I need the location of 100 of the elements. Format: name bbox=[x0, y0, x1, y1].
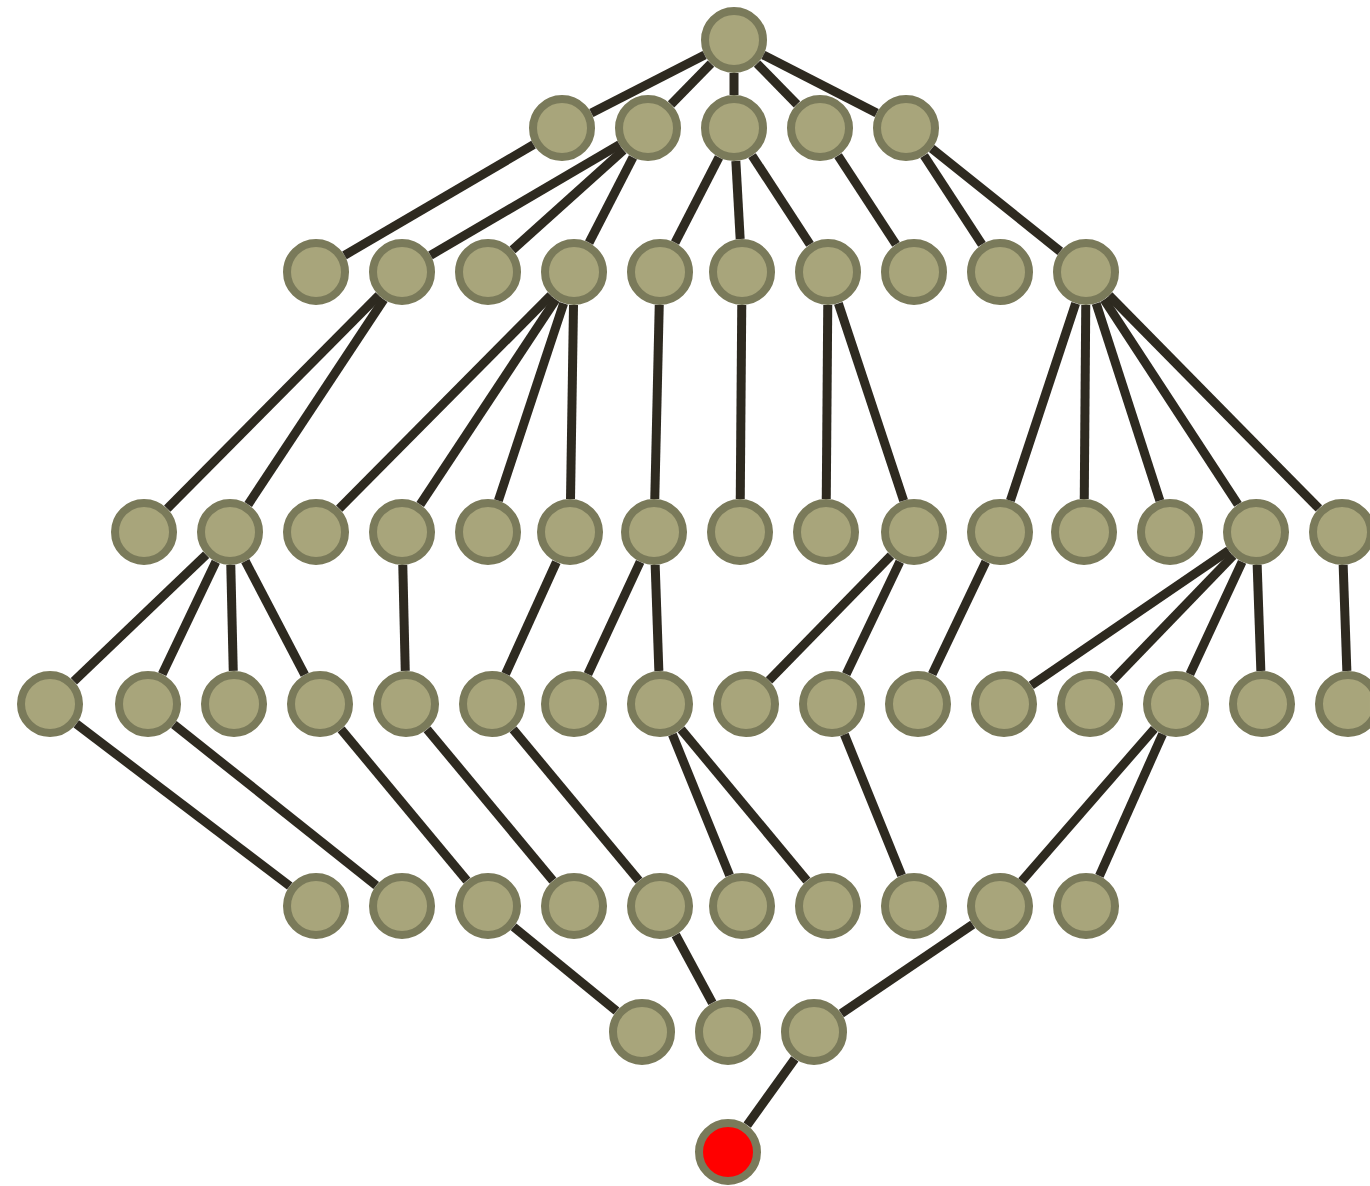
edge-line bbox=[398, 564, 410, 672]
edge-line bbox=[73, 720, 293, 890]
graph-node bbox=[795, 238, 861, 305]
edge-line bbox=[668, 732, 734, 878]
graph-node bbox=[799, 670, 865, 737]
graph-node bbox=[373, 670, 439, 737]
edge-line bbox=[650, 304, 664, 500]
edge-line bbox=[731, 160, 745, 240]
graph-node bbox=[455, 498, 521, 565]
edge-line bbox=[1028, 546, 1232, 690]
edge-line bbox=[336, 292, 554, 512]
graph-node bbox=[709, 238, 775, 305]
graph-node bbox=[369, 238, 435, 305]
graph-node bbox=[541, 238, 607, 305]
edge-line bbox=[171, 721, 379, 889]
edge-line bbox=[1018, 725, 1158, 885]
graph-node bbox=[459, 670, 525, 737]
edge-line bbox=[342, 140, 536, 260]
graph-node bbox=[881, 498, 947, 565]
graph-node bbox=[627, 238, 693, 305]
graph-node bbox=[971, 670, 1037, 737]
graph-node bbox=[795, 872, 861, 939]
edge-line bbox=[834, 153, 900, 247]
graph-node bbox=[701, 95, 767, 161]
graph-node bbox=[881, 238, 947, 305]
edge-line bbox=[226, 564, 238, 672]
graph-node bbox=[627, 670, 693, 737]
edge-line bbox=[1095, 732, 1167, 878]
graph-node bbox=[1223, 498, 1289, 565]
graph-node bbox=[695, 998, 761, 1065]
edge-line bbox=[494, 301, 568, 503]
graph-node bbox=[967, 872, 1033, 939]
graph-node bbox=[541, 670, 607, 737]
edge-line bbox=[928, 145, 1064, 255]
graph-node bbox=[787, 95, 853, 161]
edge-line bbox=[671, 155, 723, 245]
graph-node bbox=[885, 670, 951, 737]
edge-line bbox=[241, 559, 309, 677]
graph-node bbox=[197, 498, 263, 565]
graph-node bbox=[781, 998, 847, 1065]
edge-line bbox=[729, 72, 739, 95]
edge-line bbox=[566, 304, 578, 500]
graph-node bbox=[1229, 670, 1295, 737]
graph-node bbox=[115, 670, 181, 737]
edge-line bbox=[70, 551, 210, 685]
graph-node bbox=[707, 498, 773, 565]
edge-line bbox=[510, 923, 620, 1015]
edge-line bbox=[671, 932, 717, 1006]
graph-node bbox=[1143, 670, 1209, 737]
edge-line bbox=[667, 60, 715, 108]
edge-line bbox=[423, 726, 557, 884]
edge-line bbox=[1338, 564, 1352, 672]
graph-node bbox=[881, 872, 947, 939]
edge-line bbox=[509, 726, 643, 884]
edge-line bbox=[337, 726, 471, 884]
edge-line bbox=[1100, 297, 1242, 507]
graph-node bbox=[111, 498, 177, 565]
graph-node bbox=[17, 670, 83, 737]
edge-line bbox=[748, 153, 814, 247]
edge-line bbox=[761, 51, 879, 117]
edge-line bbox=[842, 559, 904, 677]
edge-line bbox=[743, 1056, 799, 1128]
graph-node bbox=[1315, 670, 1370, 737]
edge-line bbox=[509, 146, 627, 254]
graph-node bbox=[455, 872, 521, 939]
edge-line bbox=[928, 559, 990, 677]
graph-node bbox=[287, 670, 353, 737]
graph-node bbox=[369, 872, 435, 939]
edge-line bbox=[920, 153, 986, 247]
graph-node bbox=[201, 670, 267, 737]
graph-node bbox=[1309, 498, 1370, 565]
edge-line bbox=[1185, 560, 1247, 676]
edge-line bbox=[821, 304, 833, 499]
graph-node bbox=[967, 498, 1033, 565]
edge-line bbox=[1105, 292, 1323, 512]
graph-node bbox=[701, 7, 767, 73]
edge-line bbox=[244, 297, 388, 507]
edge-line bbox=[585, 155, 637, 245]
edge-line bbox=[1252, 564, 1266, 672]
edge-line bbox=[501, 560, 561, 676]
graph-node bbox=[627, 872, 693, 939]
graph-node bbox=[709, 872, 775, 939]
edge-line bbox=[840, 732, 906, 878]
graph-node bbox=[713, 670, 779, 737]
edge-line bbox=[650, 564, 664, 672]
graph-node bbox=[455, 238, 521, 305]
edge-line bbox=[1109, 552, 1237, 684]
graph-node bbox=[1053, 872, 1119, 939]
edge-line bbox=[1006, 301, 1080, 503]
graph-node bbox=[1053, 238, 1119, 305]
edge-line bbox=[834, 301, 908, 503]
graph-node bbox=[537, 498, 603, 565]
edge-line bbox=[589, 51, 707, 117]
edge-line bbox=[1091, 302, 1165, 502]
graph-node bbox=[621, 498, 687, 565]
graph-node bbox=[529, 95, 595, 161]
edge-line bbox=[765, 552, 895, 684]
edge-line bbox=[164, 292, 382, 512]
graph-node bbox=[793, 498, 859, 565]
edge-line bbox=[583, 560, 645, 676]
